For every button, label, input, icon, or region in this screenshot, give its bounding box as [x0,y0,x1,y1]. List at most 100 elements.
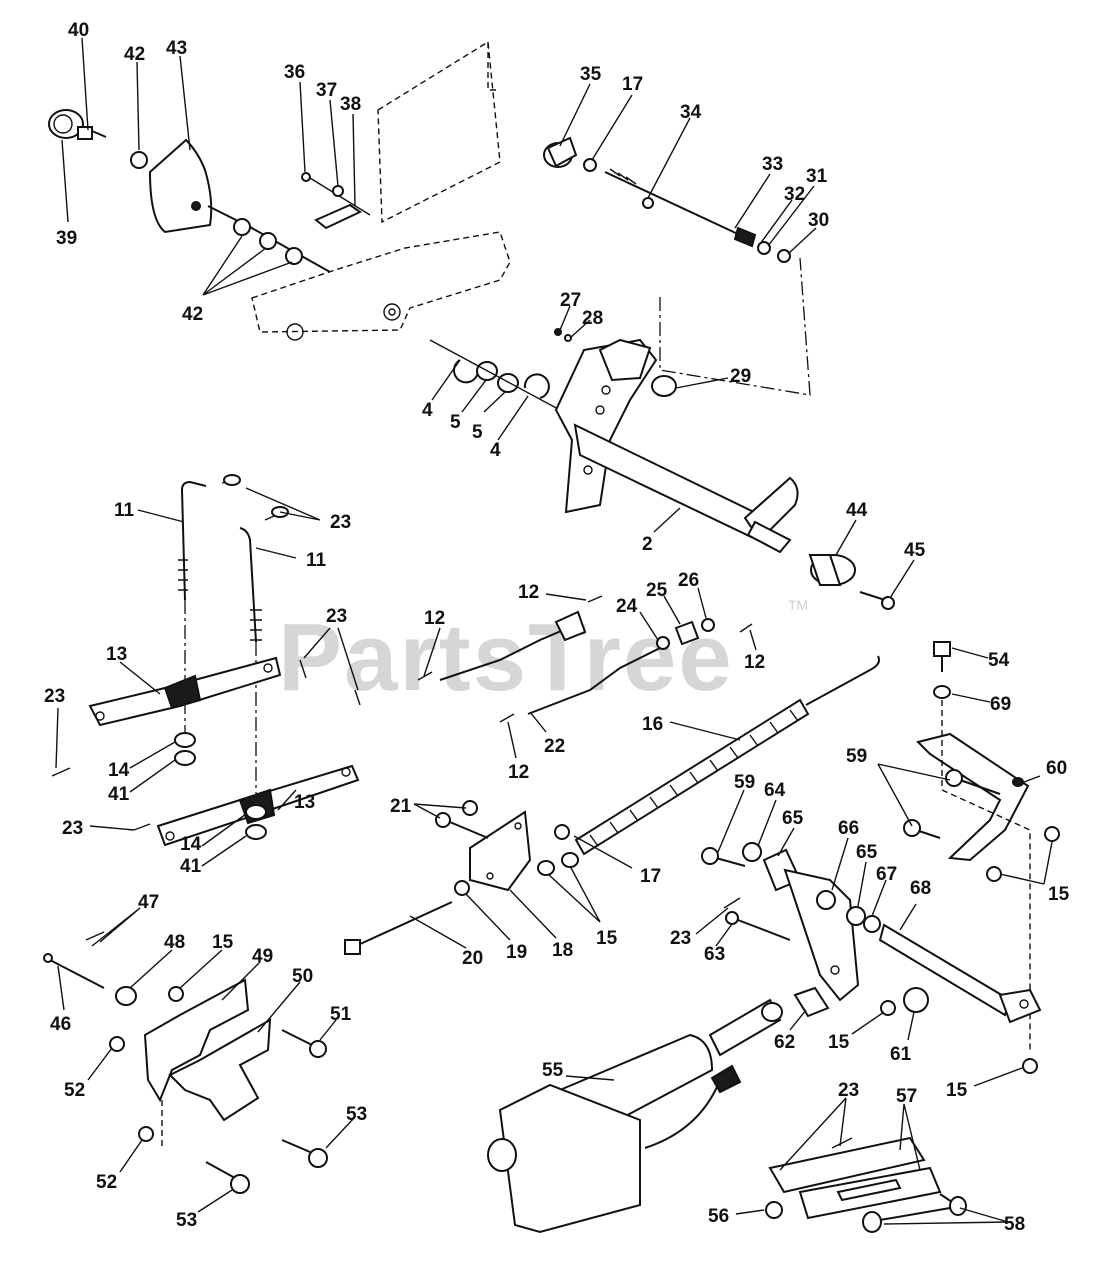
rod-part-11a [178,480,207,601]
washer-42-b [259,232,277,250]
label-24: 24 [616,596,638,617]
label-65a: 65 [782,808,804,829]
screw-part-36 [301,172,311,182]
watermark-tm: TM [788,597,808,613]
washer-part-17a [583,158,597,172]
clip-part-12a [587,595,603,603]
label-37: 37 [316,80,337,101]
leader-lines [55,37,1053,1225]
label-29: 29 [730,366,751,387]
label-15a: 15 [596,928,618,949]
spring-part-16 [574,655,880,856]
label-13a: 13 [106,644,127,665]
label-5b: 5 [472,422,483,443]
bolt-part-59a [945,769,1001,795]
label-50: 50 [292,966,313,987]
label-34: 34 [680,102,702,123]
rod-part-12-upper [439,610,587,681]
label-53a: 53 [346,1104,367,1125]
pin-part-46 [43,953,105,989]
label-13b: 13 [294,792,315,813]
label-55: 55 [542,1060,564,1081]
clip-part-12b [417,671,433,681]
label-16: 16 [642,714,663,735]
alignment-line-a [659,257,811,396]
label-64: 64 [764,780,786,801]
label-23c: 23 [44,686,65,707]
bolt-part-45 [859,591,895,610]
nut-part-41b [245,824,267,840]
block-part-25 [674,620,700,646]
bolt-part-53b [205,1161,250,1194]
label-14a: 14 [108,760,130,781]
strap-part-57a [768,1136,926,1194]
label-17a: 17 [622,74,643,95]
nut-part-52b [138,1126,154,1142]
knob-part-35 [543,136,578,168]
label-65b: 65 [856,842,878,863]
bolt-part-40 [77,126,107,140]
pin-part-23e [299,659,307,679]
label-30: 30 [808,210,829,231]
label-56: 56 [708,1206,729,1227]
nut-part-15f [1022,1058,1038,1074]
label-42b: 42 [182,304,203,325]
label-66: 66 [838,818,859,839]
label-17b: 17 [640,866,661,887]
label-44: 44 [846,500,868,521]
label-52a: 52 [64,1080,85,1101]
spacer-body-44 [808,554,842,586]
nut-part-26 [701,618,715,632]
pin-part-23f [354,689,361,706]
pin-part-23g [723,897,741,909]
washer-part-42 [130,151,148,169]
strap-part-57b [798,1166,942,1220]
label-11a: 11 [114,500,135,521]
bolt-part-59b [903,819,941,839]
label-41a: 41 [108,784,130,805]
label-4a: 4 [422,400,433,421]
label-52b: 52 [96,1172,117,1193]
knob-part-29 [651,375,677,397]
nut-part-15a [537,860,555,876]
nut-part-15h [986,866,1002,882]
pin-head-23a [223,474,241,486]
label-23a: 23 [330,512,351,533]
part-labels: 40 42 43 39 42 36 37 38 35 17 34 33 31 3… [44,20,1070,1235]
nut-part-15g [1044,826,1060,842]
spring-part-32 [733,226,757,248]
nut-part-30 [777,249,791,263]
label-42a: 42 [124,44,145,65]
label-48: 48 [164,932,185,953]
ring-part-4b [523,373,550,399]
arm-part-66 [783,868,860,1002]
label-19: 19 [506,942,527,963]
dashed-frame [251,231,511,341]
label-51: 51 [330,1004,352,1025]
bolt-part-21 [435,800,489,839]
label-69: 69 [990,694,1011,715]
bracket-part-18 [469,810,532,892]
label-68: 68 [910,878,931,899]
label-12b: 12 [424,608,445,629]
label-49: 49 [252,946,273,967]
label-59a: 59 [846,746,867,767]
label-45: 45 [904,540,926,561]
bracket-part-60 [916,732,1030,862]
label-62: 62 [774,1032,795,1053]
bushing-part-65b [846,906,866,926]
label-61: 61 [890,1044,912,1065]
label-47: 47 [138,892,159,913]
knob-part-39 [48,109,84,139]
bolt-part-51 [281,1029,327,1058]
label-25: 25 [646,580,668,601]
clip-part-12d [499,713,515,723]
label-23b: 23 [326,606,347,627]
washer-part-67 [863,915,881,933]
label-20: 20 [462,948,483,969]
label-40: 40 [68,20,89,41]
label-32: 32 [784,184,805,205]
label-60: 60 [1046,758,1067,779]
pin-part-58a [862,1207,951,1233]
